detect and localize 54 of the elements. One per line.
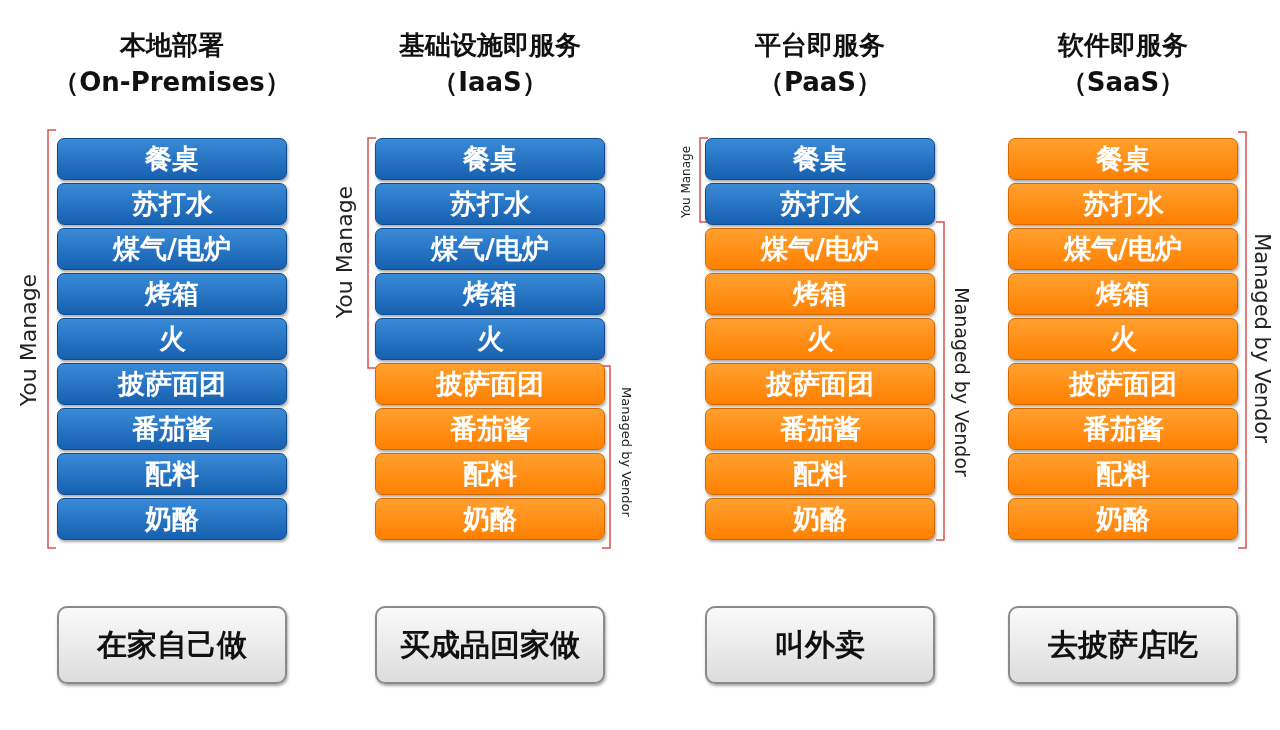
vendor-managed-layer: 披萨面团: [705, 363, 935, 405]
self-managed-layer: 烤箱: [57, 273, 287, 315]
bracket-label: You Manage: [331, 185, 357, 319]
vendor-managed-layer: 烤箱: [1008, 273, 1238, 315]
vendor-managed-layer: 餐桌: [1008, 138, 1238, 180]
column-subtitle: （SaaS）: [1060, 65, 1186, 99]
self-managed-layer: 奶酪: [57, 498, 287, 540]
bracket-label: Managed by Vendor: [618, 387, 634, 517]
self-managed-layer: 餐桌: [375, 138, 605, 180]
scenario-box: 买成品回家做: [375, 606, 605, 684]
scenario-box: 叫外卖: [705, 606, 935, 684]
column-subtitle: （PaaS）: [757, 65, 883, 99]
vendor-managed-layer: 苏打水: [1008, 183, 1238, 225]
self-managed-layer: 烤箱: [375, 273, 605, 315]
column-subtitle: （IaaS）: [432, 65, 548, 99]
vendor-managed-layer: 番茄酱: [1008, 408, 1238, 450]
vendor-managed-layer: 奶酪: [375, 498, 605, 540]
self-managed-layer: 苏打水: [57, 183, 287, 225]
self-managed-layer: 煤气/电炉: [375, 228, 605, 270]
vendor-managed-layer: 火: [1008, 318, 1238, 360]
vendor-managed-layer: 配料: [705, 453, 935, 495]
self-managed-layer: 火: [57, 318, 287, 360]
column-title: 软件即服务: [1058, 28, 1188, 62]
vendor-managed-layer: 奶酪: [705, 498, 935, 540]
self-managed-layer: 餐桌: [57, 138, 287, 180]
self-managed-layer: 餐桌: [705, 138, 935, 180]
vendor-managed-layer: 奶酪: [1008, 498, 1238, 540]
scenario-box: 去披萨店吃: [1008, 606, 1238, 684]
self-managed-layer: 配料: [57, 453, 287, 495]
vendor-managed-layer: 煤气/电炉: [705, 228, 935, 270]
self-managed-layer: 披萨面团: [57, 363, 287, 405]
self-managed-layer: 火: [375, 318, 605, 360]
scenario-box: 在家自己做: [57, 606, 287, 684]
vendor-managed-layer: 煤气/电炉: [1008, 228, 1238, 270]
column-title: 本地部署: [120, 28, 224, 62]
vendor-managed-layer: 披萨面团: [1008, 363, 1238, 405]
self-managed-layer: 煤气/电炉: [57, 228, 287, 270]
vendor-managed-layer: 配料: [375, 453, 605, 495]
bracket-label: You Manage: [679, 145, 693, 219]
self-managed-layer: 番茄酱: [57, 408, 287, 450]
bracket-label: Managed by Vendor: [951, 287, 973, 477]
bracket-label: Managed by Vendor: [1250, 233, 1274, 443]
vendor-managed-layer: 烤箱: [705, 273, 935, 315]
vendor-managed-layer: 配料: [1008, 453, 1238, 495]
vendor-managed-layer: 披萨面团: [375, 363, 605, 405]
vendor-managed-layer: 番茄酱: [705, 408, 935, 450]
column-subtitle: （On-Premises）: [53, 65, 291, 99]
self-managed-layer: 苏打水: [375, 183, 605, 225]
self-managed-layer: 苏打水: [705, 183, 935, 225]
vendor-managed-layer: 火: [705, 318, 935, 360]
column-title: 平台即服务: [755, 28, 885, 62]
bracket-label: You Manage: [15, 273, 41, 407]
vendor-managed-layer: 番茄酱: [375, 408, 605, 450]
column-title: 基础设施即服务: [399, 28, 581, 62]
